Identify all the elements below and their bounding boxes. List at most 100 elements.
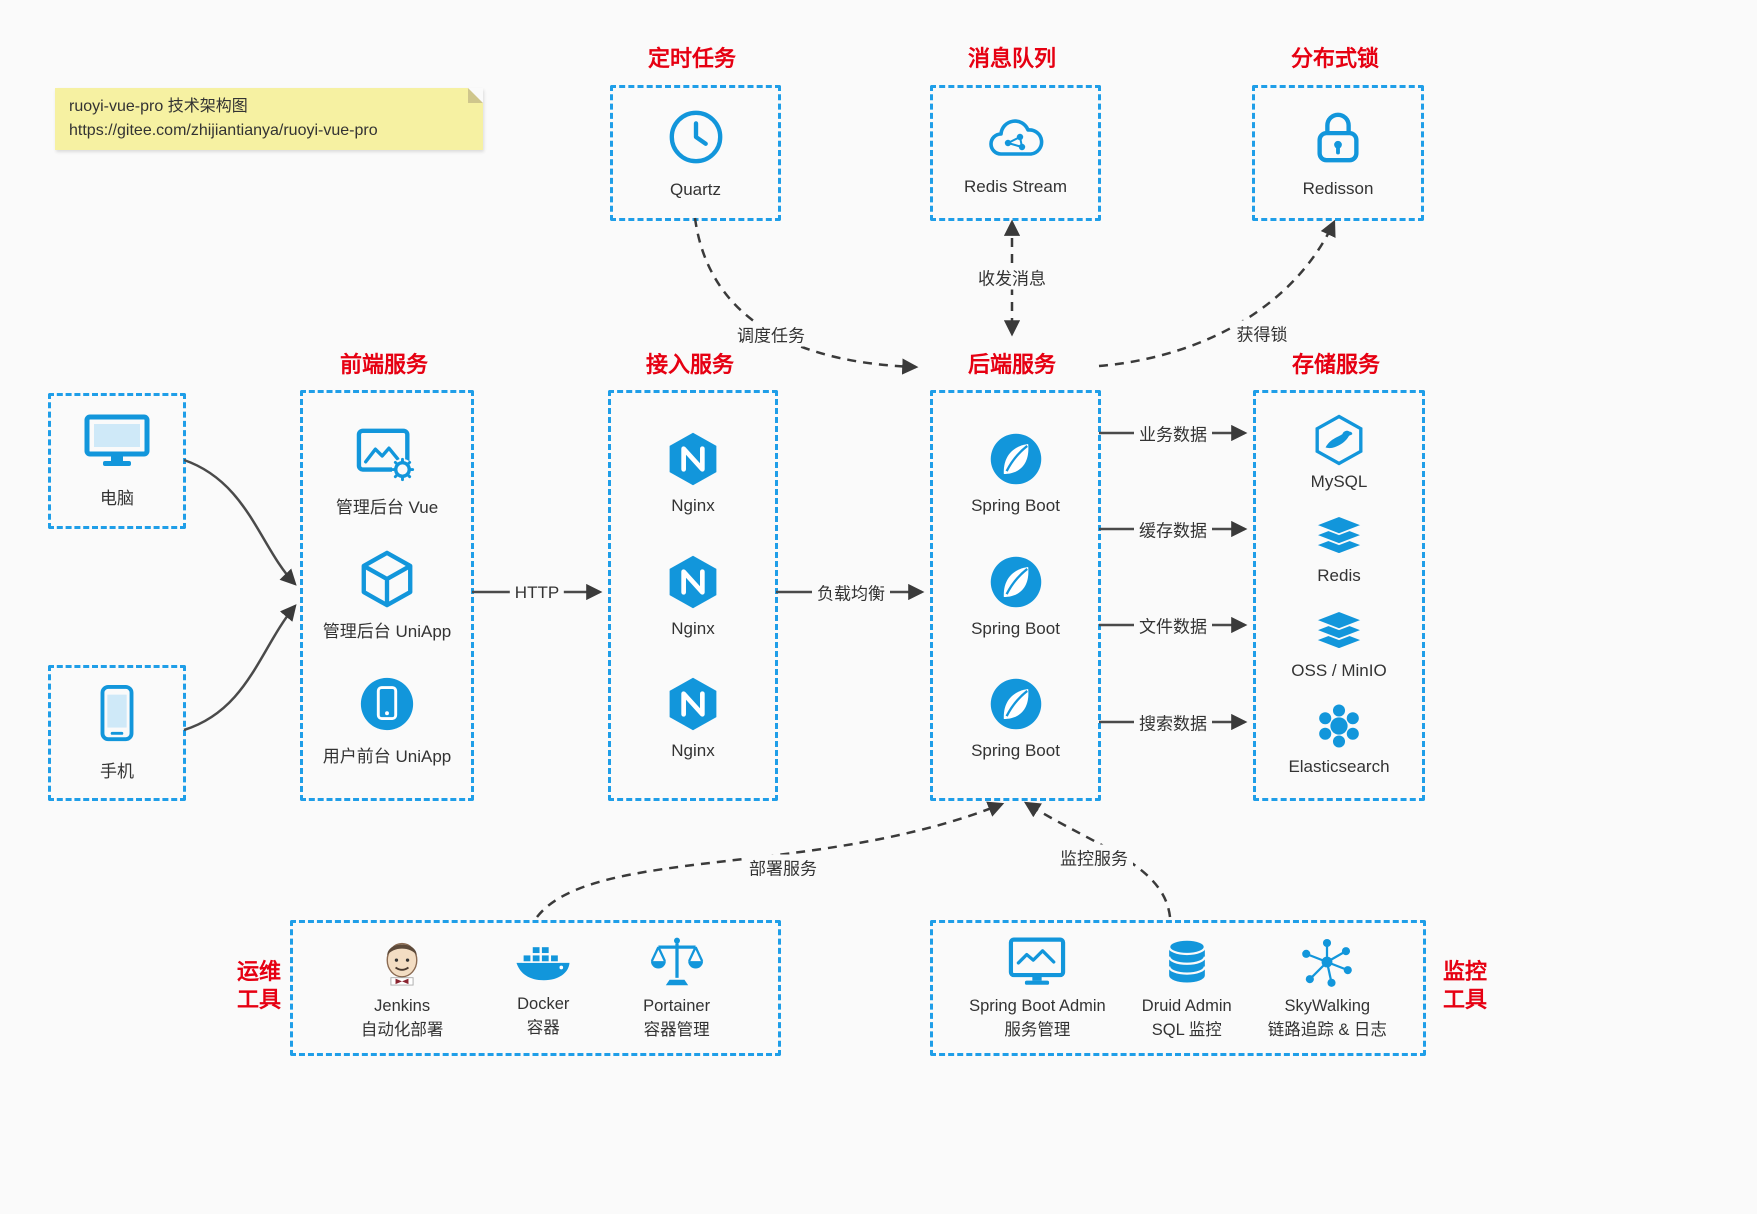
elasticsearch-label: Elasticsearch <box>1288 757 1390 777</box>
druid-db-icon <box>1167 938 1206 983</box>
druid-name: Druid Admin <box>1141 996 1232 1015</box>
quartz-panel: Quartz <box>610 85 781 221</box>
springboot-admin-name: Spring Boot Admin <box>969 996 1106 1015</box>
nginx-item: Nginx <box>664 553 722 639</box>
redis-item: Redis <box>1310 512 1368 586</box>
monitor-side-line2: 工具 <box>1442 987 1487 1012</box>
nginx-label: Nginx <box>671 741 715 761</box>
storage-title: 存储服务 <box>1291 352 1381 377</box>
ops-side-line1: 运维 <box>236 959 281 984</box>
uniapp-admin-item: 管理后台 UniApp <box>323 549 451 642</box>
desktop-icon <box>84 414 150 466</box>
phone-label: 手机 <box>100 762 134 781</box>
frontend-title: 前端服务 <box>339 352 429 377</box>
frontend-panel: 管理后台 Vue 管理后台 UniApp 用户前台 UniApp <box>300 390 474 801</box>
lock-panel: Redisson <box>1252 85 1424 221</box>
monitor-side-label: 监控 工具 <box>1438 958 1492 1014</box>
storage-panel: MySQL Redis OSS / MinIO Elasticsearch <box>1253 390 1425 801</box>
edge-label-lock: 获得锁 <box>1231 320 1293 346</box>
backend-panel: Spring Boot Spring Boot Spring Boot <box>930 390 1101 801</box>
skywalking-item: SkyWalking 链路追踪 & 日志 <box>1268 935 1387 1042</box>
nginx-icon <box>669 678 717 731</box>
jenkins-name: Jenkins <box>374 996 431 1015</box>
springboot-label: Spring Boot <box>971 495 1060 515</box>
vue-admin-icon <box>356 428 415 481</box>
redisson-label: Redisson <box>1302 178 1374 198</box>
ops-side-line2: 工具 <box>236 987 281 1012</box>
monitor-panel: Spring Boot Admin 服务管理 Druid Admin SQL 监… <box>930 920 1426 1056</box>
spring-icon <box>990 556 1041 607</box>
skywalking-name: SkyWalking <box>1284 996 1371 1015</box>
edge-label-schedule: 调度任务 <box>732 321 810 347</box>
redis-label: Redis <box>1317 566 1361 586</box>
uniapp-box-icon <box>361 550 413 608</box>
uniapp-user-item: 用户前台 UniApp <box>323 674 451 767</box>
elasticsearch-icon <box>1319 704 1359 748</box>
backend-title: 后端服务 <box>967 352 1057 377</box>
mysql-icon <box>1315 414 1363 465</box>
spring-icon <box>990 678 1041 730</box>
docker-item: Docker 容器 <box>511 937 575 1040</box>
docker-desc: 容器 <box>526 1018 560 1037</box>
uniapp-admin-label: 管理后台 UniApp <box>322 622 452 641</box>
nginx-label: Nginx <box>671 495 715 515</box>
quartz-label: Quartz <box>669 179 722 199</box>
monitor-side-line1: 监控 <box>1442 959 1487 984</box>
es-item: Elasticsearch <box>1288 701 1390 777</box>
portainer-name: Portainer <box>643 996 711 1015</box>
edge-label-search: 搜索数据 <box>1134 709 1212 735</box>
edge-label-business: 业务数据 <box>1134 420 1212 446</box>
clock-icon <box>669 110 722 163</box>
edge-label-deploy: 部署服务 <box>744 854 822 880</box>
mq-panel: Redis Stream <box>930 85 1101 221</box>
oss-stack-icon <box>1312 609 1366 650</box>
nginx-icon <box>669 555 717 608</box>
nginx-item: Nginx <box>664 430 722 516</box>
redis-stream-label: Redis Stream <box>964 176 1067 196</box>
mysql-item: MySQL <box>1310 414 1368 492</box>
portainer-desc: 容器管理 <box>643 1020 710 1039</box>
cloud-stream-icon <box>988 118 1043 156</box>
springboot-item: Spring Boot <box>971 553 1060 639</box>
user-uniapp-icon <box>360 677 414 730</box>
edge-label-http: HTTP <box>509 583 565 603</box>
nginx-icon <box>669 432 717 485</box>
docker-name: Docker <box>517 994 570 1013</box>
client-computer-panel: 电脑 <box>48 393 186 529</box>
mysql-label: MySQL <box>1310 471 1368 491</box>
edge-label-messages: 收发消息 <box>973 264 1051 290</box>
quartz-title: 定时任务 <box>647 46 737 71</box>
gateway-panel: Nginx Nginx Nginx <box>608 390 778 801</box>
client-phone-panel: 手机 <box>48 665 186 801</box>
computer-label: 电脑 <box>100 489 134 508</box>
uniapp-user-label: 用户前台 UniApp <box>322 746 452 766</box>
ops-panel: Jenkins 自动化部署 Docker 容器 Portainer 容器管 <box>290 920 781 1056</box>
phone-icon <box>100 684 134 742</box>
edge-label-monitor: 监控服务 <box>1055 844 1133 870</box>
ops-side-label: 运维 工具 <box>232 958 286 1014</box>
vue-admin-label: 管理后台 Vue <box>335 497 439 517</box>
redis-stack-icon <box>1312 515 1366 556</box>
jenkins-item: Jenkins 自动化部署 <box>361 935 443 1042</box>
springboot-admin-item: Spring Boot Admin 服务管理 <box>969 935 1106 1042</box>
springboot-item: Spring Boot <box>971 675 1060 761</box>
springboot-item: Spring Boot <box>971 430 1060 516</box>
springboot-label: Spring Boot <box>971 741 1060 761</box>
portainer-icon <box>650 937 703 985</box>
admin-monitor-icon <box>1009 937 1066 985</box>
sticky-note: ruoyi-vue-pro 技术架构图 https://gitee.com/zh… <box>55 88 483 150</box>
druid-desc: SQL 监控 <box>1151 1020 1222 1039</box>
note-url: https://gitee.com/zhijiantianya/ruoyi-vu… <box>69 122 378 139</box>
spring-icon <box>990 433 1041 485</box>
edge-label-cache: 缓存数据 <box>1134 516 1212 542</box>
edge-label-file: 文件数据 <box>1134 612 1212 638</box>
nginx-label: Nginx <box>671 618 715 638</box>
oss-label: OSS / MinIO <box>1291 660 1387 680</box>
oss-item: OSS / MinIO <box>1291 607 1387 681</box>
note-title: ruoyi-vue-pro 技术架构图 <box>69 98 248 115</box>
mq-title: 消息队列 <box>967 46 1057 71</box>
nginx-item: Nginx <box>664 675 722 761</box>
druid-item: Druid Admin SQL 监控 <box>1142 935 1232 1042</box>
portainer-item: Portainer 容器管理 <box>643 935 710 1042</box>
